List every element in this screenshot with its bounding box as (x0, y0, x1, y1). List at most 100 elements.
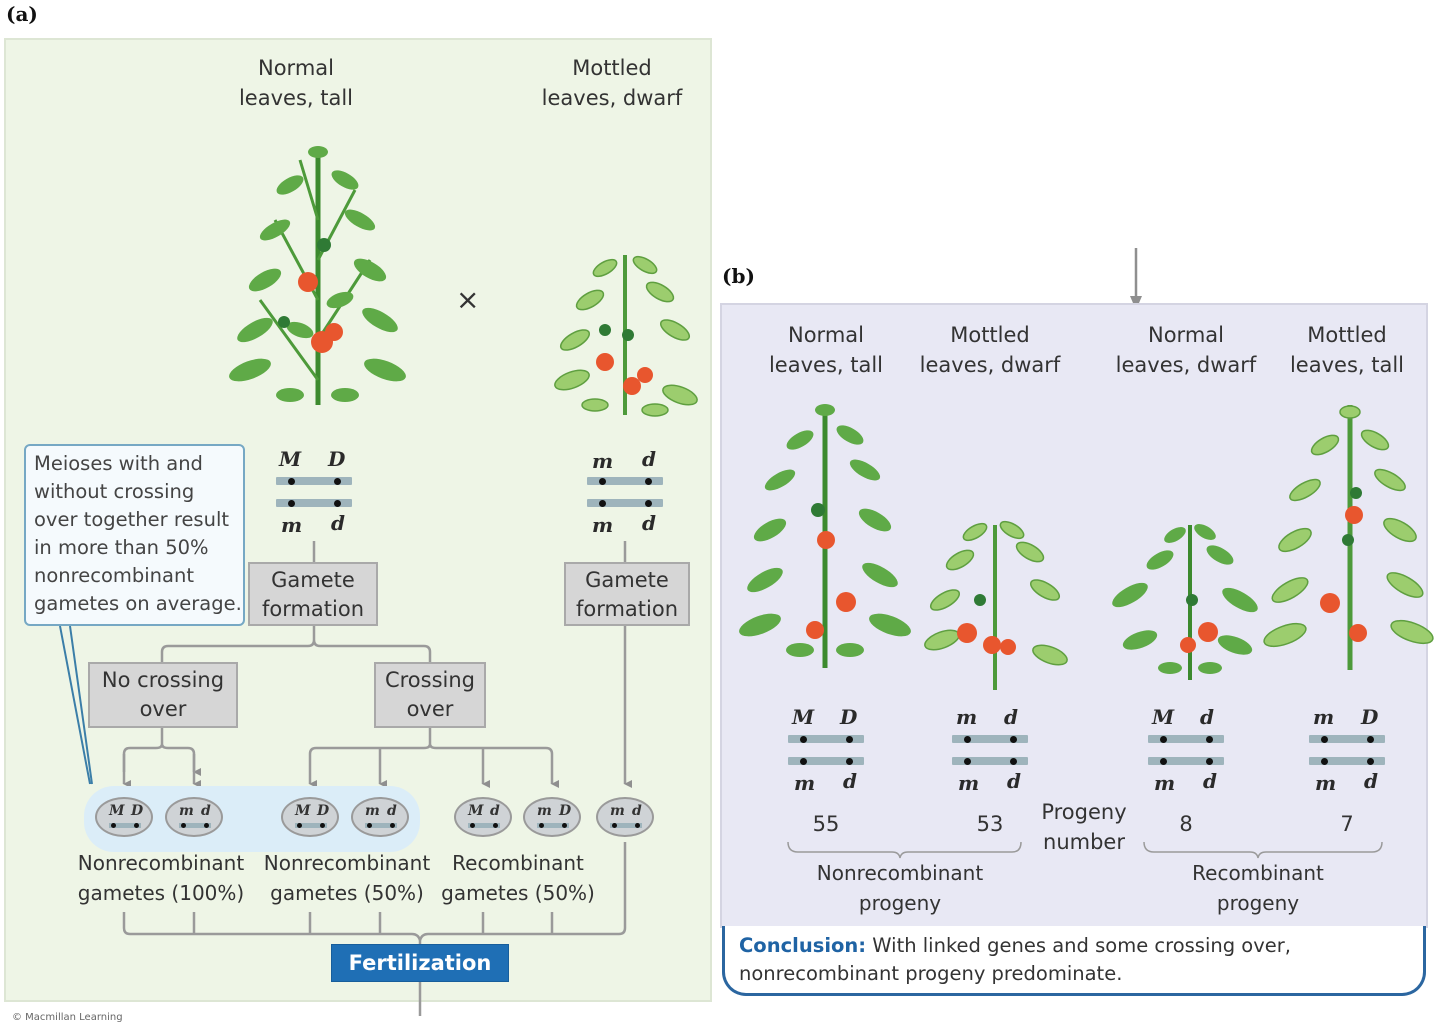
allele: D (317, 803, 330, 819)
chromosome (587, 499, 663, 507)
parent-right-title: Mottled leaves, dwarf (541, 56, 683, 110)
locus-dot (635, 823, 640, 828)
locus-dot (390, 823, 395, 828)
chromosome (1309, 757, 1385, 765)
locus-dot (1010, 735, 1017, 743)
locus-dot (1206, 735, 1213, 743)
chromosome (1148, 735, 1224, 743)
chromosome (788, 735, 864, 743)
progeny-title: Normal leaves, dwarf (1115, 323, 1257, 377)
chromosome (587, 477, 663, 485)
locus-dot (297, 823, 302, 828)
allele: m (956, 705, 978, 729)
locus-dot (1321, 735, 1328, 743)
chromosome (610, 823, 642, 828)
progeny-count: 55 (812, 812, 840, 836)
allele: M (295, 803, 311, 819)
caption-nonrecombinant-100: Nonrecombinant gametes (100%) (77, 851, 245, 905)
locus-dot (1206, 757, 1213, 765)
locus-dot (612, 823, 617, 828)
allele: D (1361, 705, 1379, 729)
allele: m (592, 449, 614, 473)
chromosome (179, 823, 211, 828)
panel-b-label: (b) (722, 264, 755, 288)
conclusion-box: Conclusion: With linked genes and some c… (722, 926, 1426, 996)
allele: d (642, 511, 656, 535)
tomato-plant-dwarf-mottled-icon (924, 520, 1068, 690)
locus-dot (539, 823, 544, 828)
allele: m (537, 803, 552, 819)
allele: m (794, 771, 816, 795)
chromosome (1148, 757, 1224, 765)
locus-dot (288, 499, 295, 507)
crossing-over-box: Crossing over (374, 662, 486, 728)
locus-dot (599, 499, 606, 507)
allele: M (792, 705, 815, 729)
conclusion-lead: Conclusion: (739, 934, 867, 957)
allele: m (365, 803, 380, 819)
allele: d (201, 803, 211, 819)
tomato-plant-tall-normal-icon (229, 146, 406, 405)
fertilization-label: Fertilization (331, 944, 509, 982)
chromosome (365, 823, 397, 828)
progeny-title: Normal leaves, tall (768, 323, 884, 377)
allele: D (131, 803, 144, 819)
locus-dot (1367, 735, 1374, 743)
progeny-count: 7 (1340, 812, 1354, 836)
parent-left-genotype: M D m d (276, 447, 352, 542)
allele: d (490, 803, 500, 819)
parent-right-genotype: m d m d (587, 447, 663, 542)
allele: m (610, 803, 625, 819)
allele: d (387, 803, 397, 819)
gamete-formation-box-right: Gamete formation (564, 562, 690, 626)
progeny-number-label: Progeny number (1041, 800, 1127, 854)
allele: d (1364, 769, 1378, 793)
chromosome (468, 823, 500, 828)
chromosome (952, 757, 1028, 765)
locus-dot (800, 757, 807, 765)
parent-left-title: Normal leaves, tall (238, 56, 354, 110)
locus-dot (599, 477, 606, 485)
locus-dot (111, 823, 116, 828)
allele: M (1152, 705, 1175, 729)
chromosome (109, 823, 141, 828)
progeny-count: 8 (1179, 812, 1193, 836)
allele: M (468, 803, 484, 819)
allele: M (109, 803, 125, 819)
locus-dot (334, 499, 341, 507)
allele: d (1004, 705, 1018, 729)
chromosome (788, 757, 864, 765)
chromosome (295, 823, 327, 828)
locus-dot (1367, 757, 1374, 765)
no-crossing-over-box: No crossing over (88, 662, 238, 728)
allele: d (1007, 769, 1021, 793)
locus-dot (1321, 757, 1328, 765)
locus-dot (181, 823, 186, 828)
locus-dot (562, 823, 567, 828)
allele: m (281, 513, 303, 537)
allele: d (843, 769, 857, 793)
locus-dot (645, 477, 652, 485)
allele: m (1315, 771, 1337, 795)
recombinant-progeny-label: Recombinant progeny (1192, 861, 1324, 915)
locus-dot (964, 735, 971, 743)
locus-dot (204, 823, 209, 828)
locus-dot (134, 823, 139, 828)
allele: m (592, 513, 614, 537)
tomato-plant-dwarf-mottled-icon (554, 255, 698, 417)
cross-symbol: × (456, 283, 480, 316)
allele: D (840, 705, 858, 729)
allele: D (328, 447, 346, 471)
locus-dot (1010, 757, 1017, 765)
locus-dot (964, 757, 971, 765)
tomato-plant-tall-normal-icon (739, 404, 911, 668)
progeny-title: Mottled leaves, dwarf (919, 323, 1061, 377)
copyright: © Macmillan Learning (12, 1012, 123, 1023)
